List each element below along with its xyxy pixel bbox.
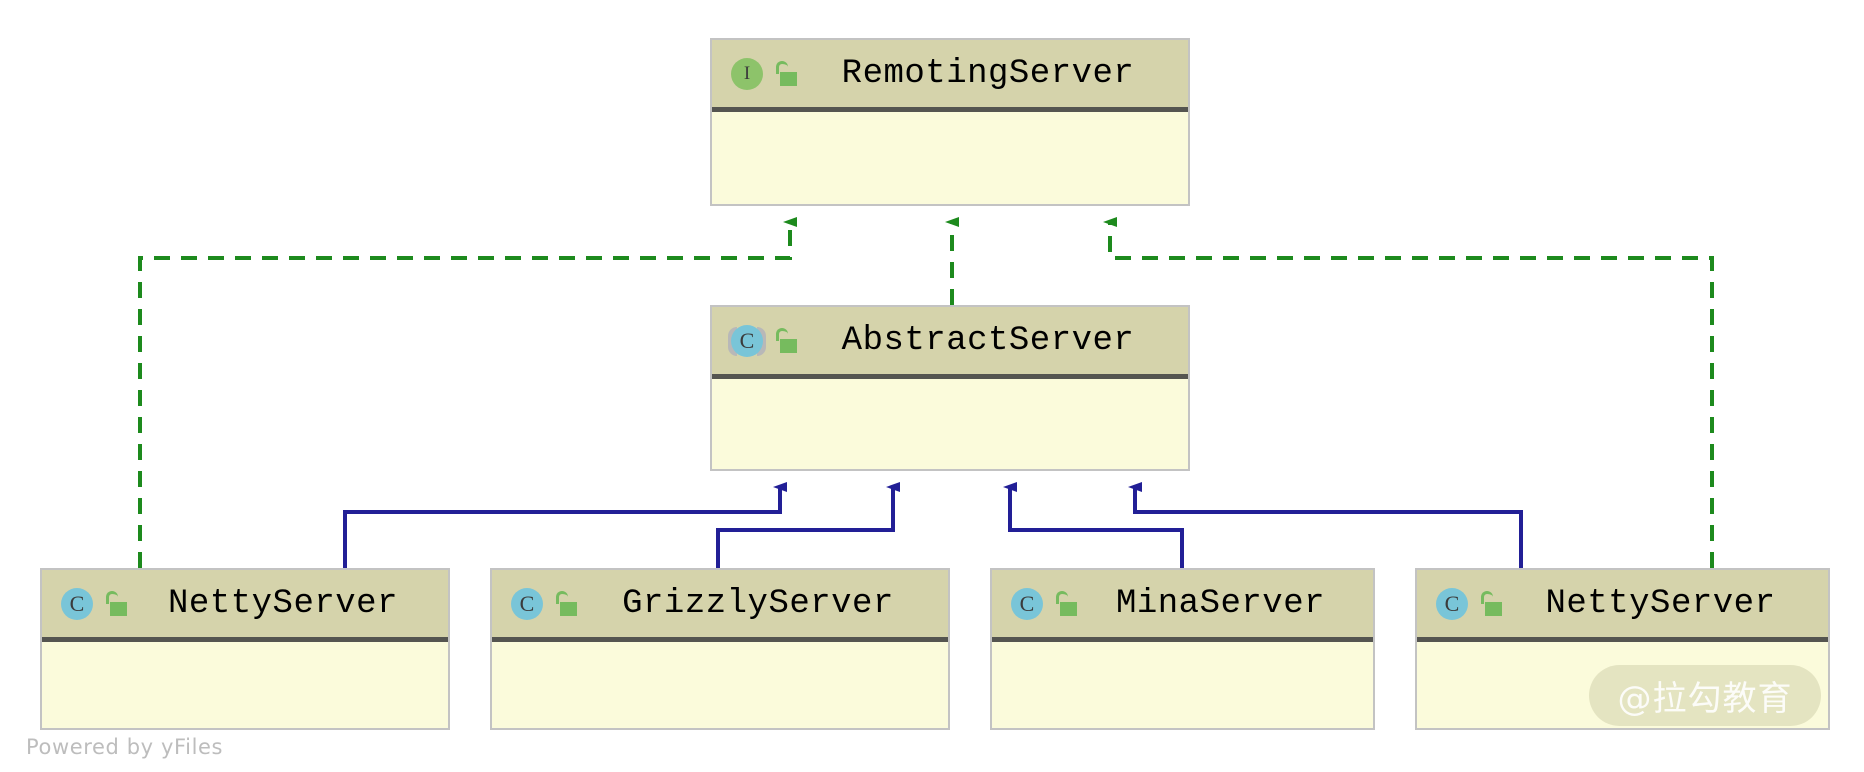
node-header: C AbstractServer [712,307,1188,379]
unlocked-padlock-icon [772,59,798,89]
class-node-minaserver[interactable]: C MinaServer [990,568,1375,730]
class-node-grizzlyserver[interactable]: C GrizzlyServer [490,568,950,730]
unlocked-padlock-icon [552,589,578,619]
node-members-compartment [712,379,1188,468]
class-icon-letter: C [1436,587,1468,620]
class-icon: C [1433,585,1471,623]
interface-icon: I [728,55,766,93]
class-node-nettyserver-right[interactable]: C NettyServer [1415,568,1830,730]
node-members-compartment [1417,642,1828,727]
node-members-compartment [42,642,448,727]
class-icon-letter: C [61,587,93,620]
edge-grizzlyserver-extends-abstractserver [716,482,900,568]
node-members-compartment [712,112,1188,203]
class-node-abstractserver[interactable]: C AbstractServer [710,305,1190,471]
node-title: AbstractServer [841,321,1135,360]
class-icon: C [58,585,96,623]
unlocked-padlock-icon [1052,589,1078,619]
class-icon: C [1008,585,1046,623]
class-node-nettyserver-left[interactable]: C NettyServer [40,568,450,730]
unlocked-padlock-icon [772,326,798,356]
edge-netty-right-extends-abstractserver [1128,482,1523,568]
class-icon-letter: C [1011,587,1043,620]
node-title: NettyServer [168,584,398,623]
interface-icon-letter: I [731,57,763,90]
node-title: MinaServer [1115,584,1326,623]
class-icon: C [508,585,546,623]
watermark: @拉勾教育 [1589,665,1821,726]
edge-netty-left-implements-remotingserver [138,217,797,568]
node-title: NettyServer [1545,584,1776,623]
node-header: C GrizzlyServer [492,570,948,642]
class-node-remotingserver[interactable]: I RemotingServer [710,38,1190,206]
node-header: C NettyServer [42,570,448,642]
unlocked-padlock-icon [102,589,128,619]
class-icon-letter: C [731,324,763,357]
edge-netty-right-implements-remotingserver [1103,217,1714,568]
edge-minaserver-extends-abstractserver [1003,482,1184,568]
node-members-compartment [992,642,1373,727]
node-header: I RemotingServer [712,40,1188,112]
node-header: C NettyServer [1417,570,1828,642]
node-header: C MinaServer [992,570,1373,642]
class-icon-letter: C [511,587,543,620]
node-members-compartment [492,642,948,727]
node-title: RemotingServer [841,54,1135,93]
edge-netty-left-extends-abstractserver [343,482,787,568]
node-title: GrizzlyServer [622,584,894,623]
abstract-class-icon: C [728,322,766,360]
unlocked-padlock-icon [1477,589,1503,619]
powered-by-credit: Powered by yFiles [26,735,224,759]
